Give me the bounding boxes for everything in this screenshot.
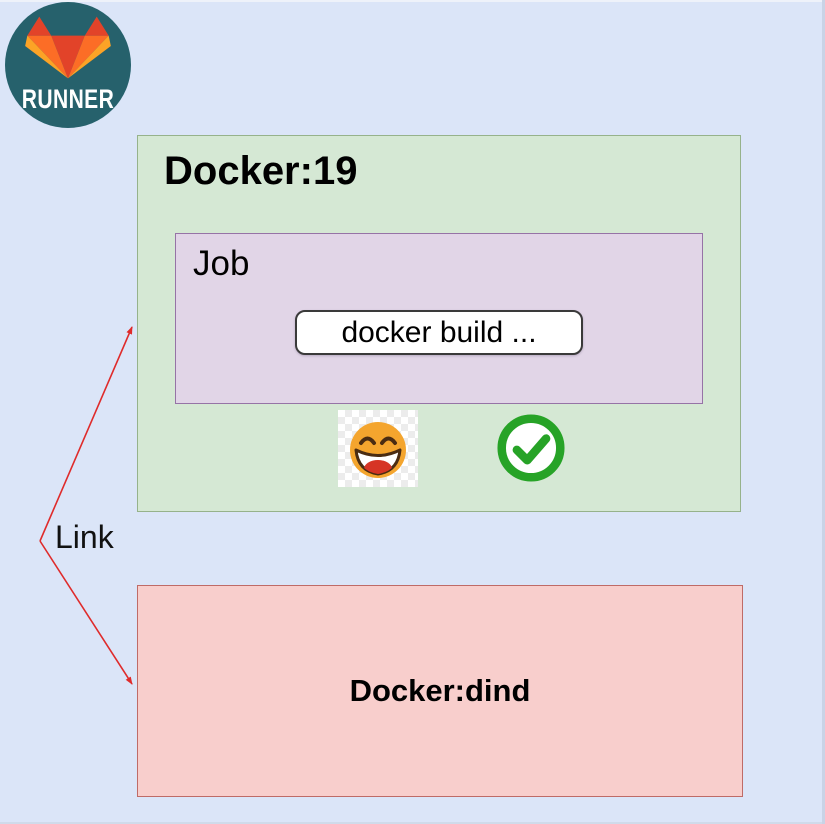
laughing-emoji-icon xyxy=(338,410,418,487)
gitlab-runner-logo: RUNNER xyxy=(5,2,131,128)
job-title: Job xyxy=(193,244,250,283)
command-box: docker build ... xyxy=(295,310,583,355)
check-circle-icon xyxy=(497,414,565,482)
dind-container: Docker:dind xyxy=(137,585,743,797)
link-label: Link xyxy=(55,519,114,555)
dind-title: Docker:dind xyxy=(349,673,531,708)
command-text: docker build ... xyxy=(341,315,537,349)
gitlab-tanuki-icon xyxy=(25,16,111,79)
docker19-title: Docker:19 xyxy=(164,149,358,193)
runner-label: RUNNER xyxy=(21,84,115,114)
